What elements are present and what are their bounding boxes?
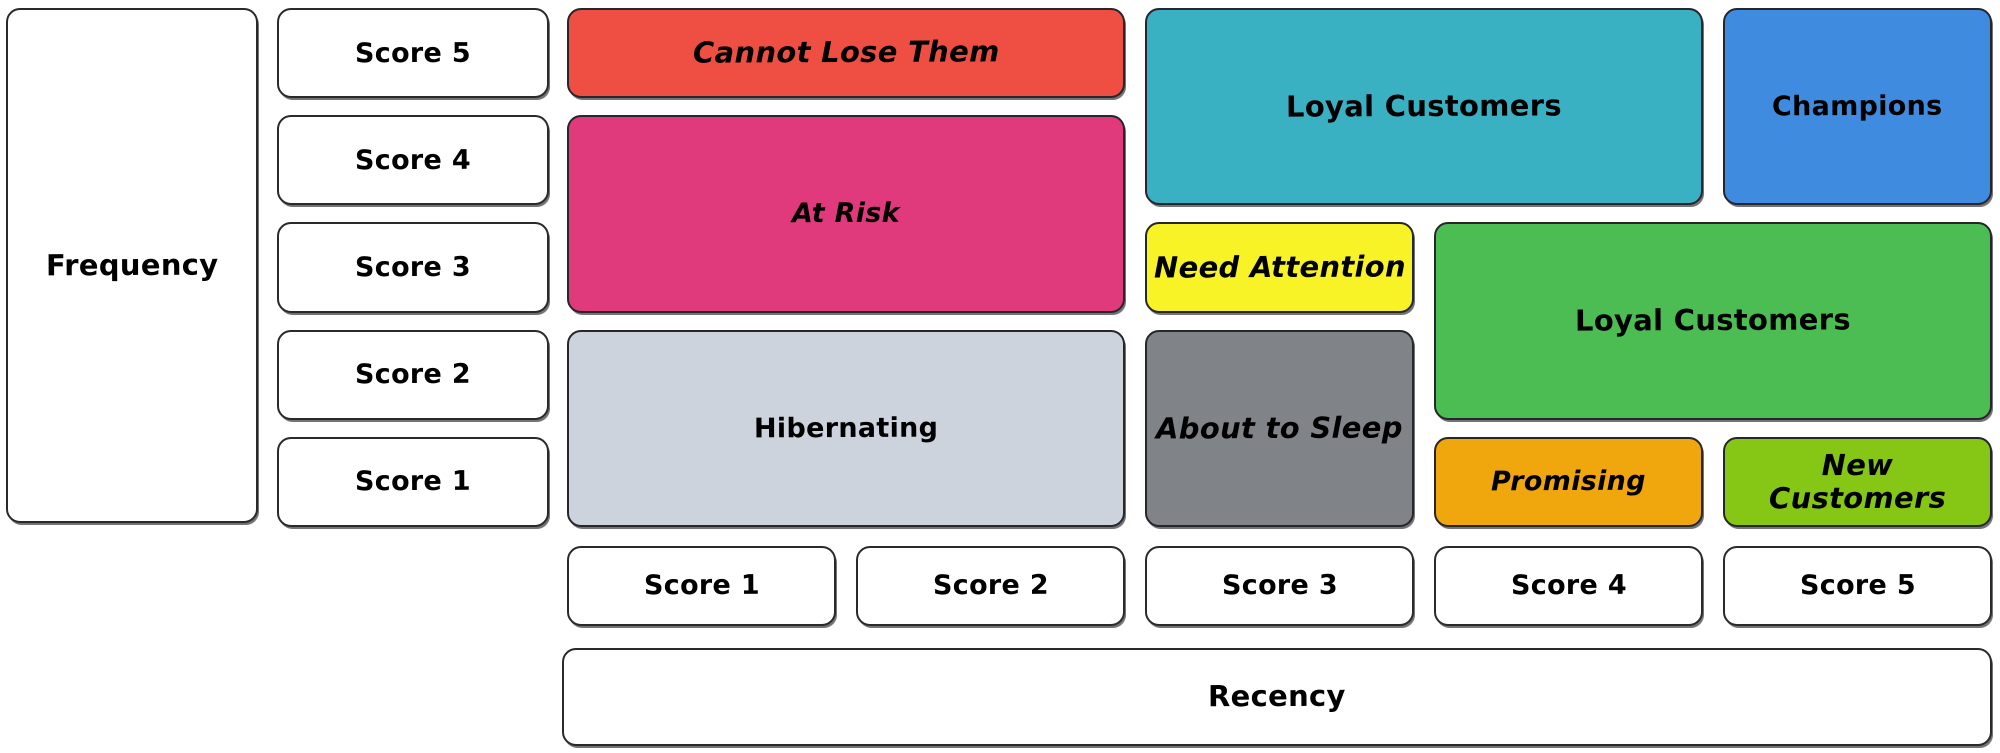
frequency-score-label: Score 3	[354, 251, 472, 284]
segment-label: Cannot Lose Them	[692, 34, 1000, 71]
segment-label: Champions	[1772, 90, 1943, 123]
frequency-score-label: Score 2	[354, 358, 472, 391]
segment-loyal-customers-1[interactable]: Loyal Customers	[1145, 8, 1703, 206]
frequency-score-box-1[interactable]: Score 1	[277, 436, 549, 527]
segment-label: At Risk	[791, 198, 901, 230]
frequency-score-box-4[interactable]: Score 4	[277, 115, 549, 206]
segment-at-risk-3[interactable]: At Risk	[567, 115, 1125, 313]
recency-score-box-3[interactable]: Score 3	[1145, 546, 1414, 626]
segment-champions-2[interactable]: Champions	[1723, 8, 1992, 206]
recency-score-box-5[interactable]: Score 5	[1723, 546, 1992, 626]
segment-promising-8[interactable]: Promising	[1434, 436, 1703, 527]
recency-score-label: Score 1	[643, 570, 760, 602]
recency-axis-label: Recency	[562, 648, 1992, 746]
segment-label: Hibernating	[753, 412, 939, 445]
segment-label: Loyal Customers	[1575, 302, 1851, 339]
segment-new-customers-9[interactable]: New Customers	[1723, 436, 1992, 527]
frequency-score-label: Score 4	[354, 144, 472, 177]
segment-label: Need Attention	[1153, 249, 1406, 285]
segment-label: Promising	[1491, 466, 1646, 498]
segment-label: About to Sleep	[1156, 410, 1403, 446]
segment-cannot-lose-them-0[interactable]: Cannot Lose Them	[567, 8, 1125, 99]
recency-score-label: Score 3	[1221, 570, 1338, 602]
recency-score-label: Score 4	[1510, 570, 1627, 602]
recency-score-box-4[interactable]: Score 4	[1434, 546, 1703, 626]
recency-score-box-2[interactable]: Score 2	[856, 546, 1125, 626]
frequency-score-label: Score 5	[354, 37, 472, 69]
segment-need-attention-4[interactable]: Need Attention	[1145, 222, 1414, 313]
recency-axis-text: Recency	[1208, 679, 1346, 714]
recency-score-box-1[interactable]: Score 1	[567, 546, 836, 626]
recency-score-label: Score 2	[932, 570, 1049, 602]
frequency-score-box-2[interactable]: Score 2	[277, 329, 549, 420]
frequency-score-box-5[interactable]: Score 5	[277, 8, 549, 99]
frequency-axis-label: Frequency	[6, 8, 258, 523]
frequency-score-box-3[interactable]: Score 3	[277, 222, 549, 313]
segment-about-to-sleep-7[interactable]: About to Sleep	[1145, 329, 1414, 527]
segment-label: New Customers	[1768, 447, 1947, 516]
frequency-score-label: Score 1	[354, 466, 472, 498]
frequency-axis-text: Frequency	[45, 247, 219, 283]
segment-loyal-customers-5[interactable]: Loyal Customers	[1434, 222, 1992, 420]
segment-label: Loyal Customers	[1286, 88, 1562, 124]
recency-score-label: Score 5	[1799, 570, 1916, 602]
segment-hibernating-6[interactable]: Hibernating	[567, 329, 1125, 527]
